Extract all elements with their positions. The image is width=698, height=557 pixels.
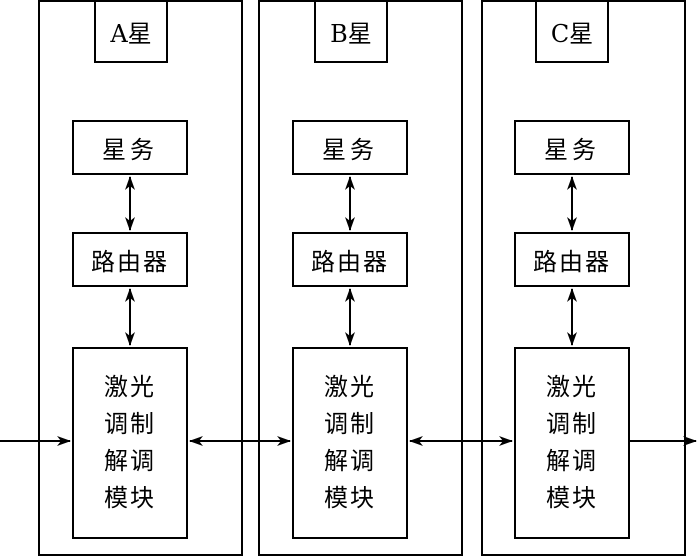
satellite-c-modem-line-4: 模块 — [546, 484, 598, 512]
satellite-a-label-text: A星 — [110, 20, 152, 48]
satellite-b-modem-box: 激光 调制 解调 模块 — [292, 347, 408, 539]
satellite-b-service-box: 星务 — [292, 120, 408, 175]
satellite-b-label: B星 — [314, 0, 388, 63]
satellite-a-modem-line-3: 解调 — [104, 447, 156, 475]
satellite-c-modem-line-1: 激光 — [546, 373, 598, 401]
satellite-c-label-text: C星 — [550, 20, 594, 48]
satellite-a-router-box: 路由器 — [72, 232, 188, 287]
satellite-c-modem-box: 激光 调制 解调 模块 — [514, 347, 630, 539]
satellite-a-modem-line-1: 激光 — [104, 373, 156, 401]
satellite-b-modem-line-2: 调制 — [324, 410, 376, 438]
satellite-b-modem-line-4: 模块 — [324, 484, 376, 512]
satellite-a-service-box: 星务 — [72, 120, 188, 175]
satellite-a-router-text: 路由器 — [91, 248, 169, 276]
satellite-a-service-text: 星务 — [102, 136, 158, 164]
satellite-b-modem-line-1: 激光 — [324, 373, 376, 401]
satellite-c-modem-line-3: 解调 — [546, 447, 598, 475]
satellite-a-modem-line-4: 模块 — [104, 484, 156, 512]
satellite-c-router-text: 路由器 — [533, 248, 611, 276]
satellite-b-router-text: 路由器 — [311, 248, 389, 276]
satellite-c-router-box: 路由器 — [514, 232, 630, 287]
satellite-a-label: A星 — [94, 0, 168, 63]
satellite-b-service-text: 星务 — [322, 136, 378, 164]
satellite-c-label: C星 — [535, 0, 609, 63]
satellite-c-modem-line-2: 调制 — [546, 410, 598, 438]
satellite-c-service-text: 星务 — [544, 136, 600, 164]
satellite-b-label-text: B星 — [330, 20, 372, 48]
satellite-a-modem-box: 激光 调制 解调 模块 — [72, 347, 188, 539]
satellite-b-router-box: 路由器 — [292, 232, 408, 287]
satellite-c-service-box: 星务 — [514, 120, 630, 175]
satellite-b-modem-line-3: 解调 — [324, 447, 376, 475]
satellite-a-modem-line-2: 调制 — [104, 410, 156, 438]
